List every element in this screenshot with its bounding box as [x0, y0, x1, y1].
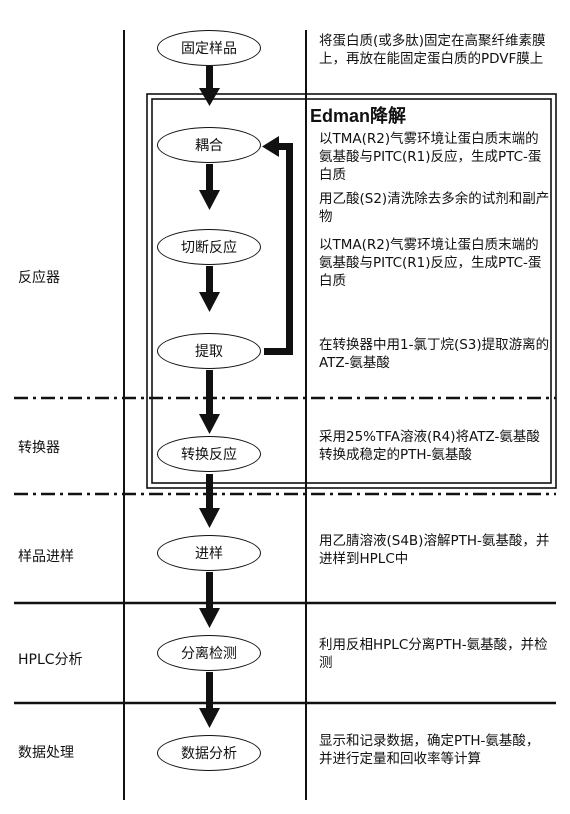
desc-extraction: 在转换器中用1-氯丁烷(S3)提取游离的ATZ-氨基酸 — [319, 337, 550, 371]
node-fix-sample: 固定样品 — [157, 30, 261, 66]
stage-reactor: 反应器 — [18, 270, 60, 286]
edman-box-outer — [146, 93, 557, 489]
node-injection: 进样 — [157, 535, 261, 571]
desc-conversion: 采用25%TFA溶液(R4)将ATZ-氨基酸转换成稳定的PTH-氨基酸 — [319, 429, 540, 463]
stage-converter: 转换器 — [18, 440, 60, 456]
down-arrows — [199, 66, 220, 728]
desc-coupling: 以TMA(R2)气雾环境让蛋白质末端的氨基酸与PITC(R1)反应，生成PTC-… — [319, 131, 542, 183]
desc-injection: 用乙腈溶液(S4B)溶解PTH-氨基酸，并进样到HPLC中 — [319, 533, 550, 567]
node-cleavage: 切断反应 — [157, 229, 261, 265]
edman-box-inner — [151, 98, 552, 484]
desc-fix-sample: 将蛋白质(或多肽)固定在高聚纤维素膜上，再放在能固定蛋白质的PDVF膜上 — [319, 33, 546, 67]
desc-cleavage: 以TMA(R2)气雾环境让蛋白质末端的氨基酸与PITC(R1)反应，生成PTC-… — [319, 237, 542, 289]
node-conversion: 转换反应 — [157, 436, 261, 472]
node-separation: 分离检测 — [157, 635, 261, 671]
node-extraction: 提取 — [157, 333, 261, 369]
stage-injection: 样品进样 — [18, 549, 74, 565]
desc-data-analysis: 显示和记录数据，确定PTH-氨基酸，并进行定量和回收率等计算 — [319, 733, 540, 767]
stage-hplc: HPLC分析 — [18, 652, 83, 668]
desc-separation: 利用反相HPLC分离PTH-氨基酸，并检测 — [319, 637, 548, 671]
loop-arrow — [262, 136, 293, 355]
stage-data: 数据处理 — [18, 745, 74, 761]
desc-wash: 用乙酸(S2)清洗除去多余的试剂和副产物 — [319, 191, 550, 225]
node-coupling: 耦合 — [157, 127, 261, 163]
edman-title: Edman降解 — [310, 106, 407, 126]
node-data-analysis: 数据分析 — [157, 735, 261, 771]
